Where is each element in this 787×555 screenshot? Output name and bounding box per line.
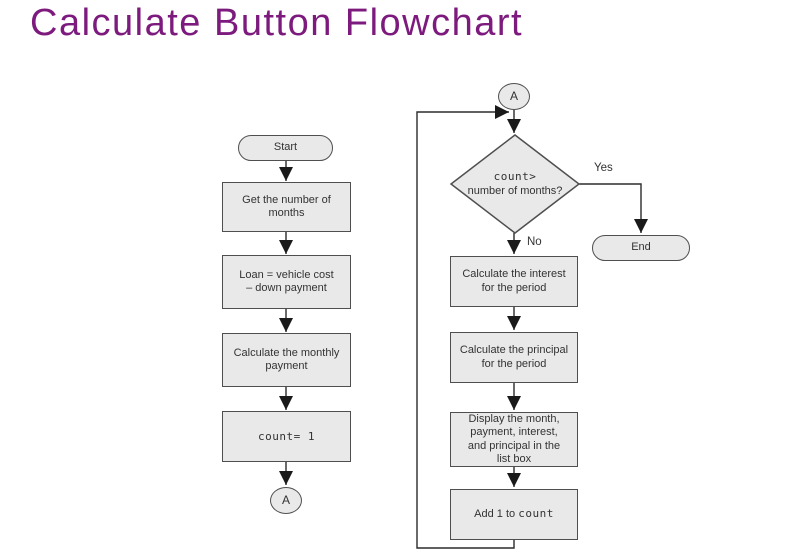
process-loan-calculation: Loan = vehicle cost – down payment xyxy=(222,255,351,309)
process-label: Loan = vehicle cost – down payment xyxy=(239,268,334,294)
process-label: Calculate the principal for the period xyxy=(459,344,569,370)
process-label: Calculate the monthly payment xyxy=(233,346,340,372)
process-label: Display the month, payment, interest, an… xyxy=(467,412,561,465)
connector-label: A xyxy=(509,89,518,104)
process-label: Calculate the interest for the period xyxy=(462,268,566,294)
process-calculate-interest: Calculate the interest for the period xyxy=(450,256,578,307)
process-display-results: Display the month, payment, interest, an… xyxy=(450,412,578,467)
decision-condition-text: count> number of months? xyxy=(453,170,577,199)
end-terminal-label: End xyxy=(631,241,651,254)
start-terminal-label: Start xyxy=(273,141,298,154)
process-calculate-principal: Calculate the principal for the period xyxy=(450,332,578,383)
process-label-prefix: Add 1 to xyxy=(474,508,519,521)
no-branch-label: No xyxy=(527,236,542,248)
decision-condition-rest: number of months? xyxy=(467,184,563,197)
page-title: Calculate Button Flowchart xyxy=(30,2,524,44)
process-count-init: count= 1 xyxy=(222,411,351,462)
process-add-to-count: Add 1 to count xyxy=(450,489,578,540)
arrow-decision-yes-to-end xyxy=(579,183,648,233)
process-label-variable: count xyxy=(518,507,554,521)
process-calculate-monthly-payment: Calculate the monthly payment xyxy=(222,333,351,387)
end-terminal: End xyxy=(592,235,690,261)
process-get-number-of-months: Get the number of months xyxy=(222,182,351,232)
connector-a-left: A xyxy=(270,487,302,514)
process-label: Get the number of months xyxy=(242,193,331,219)
process-label: Add 1 to count xyxy=(474,507,554,521)
connector-label: A xyxy=(281,493,290,508)
decision-condition-variable: count> xyxy=(493,170,537,183)
start-terminal: Start xyxy=(238,135,333,161)
connector-a-right: A xyxy=(498,83,530,110)
yes-branch-label: Yes xyxy=(594,162,613,174)
process-label: count= 1 xyxy=(258,429,315,443)
